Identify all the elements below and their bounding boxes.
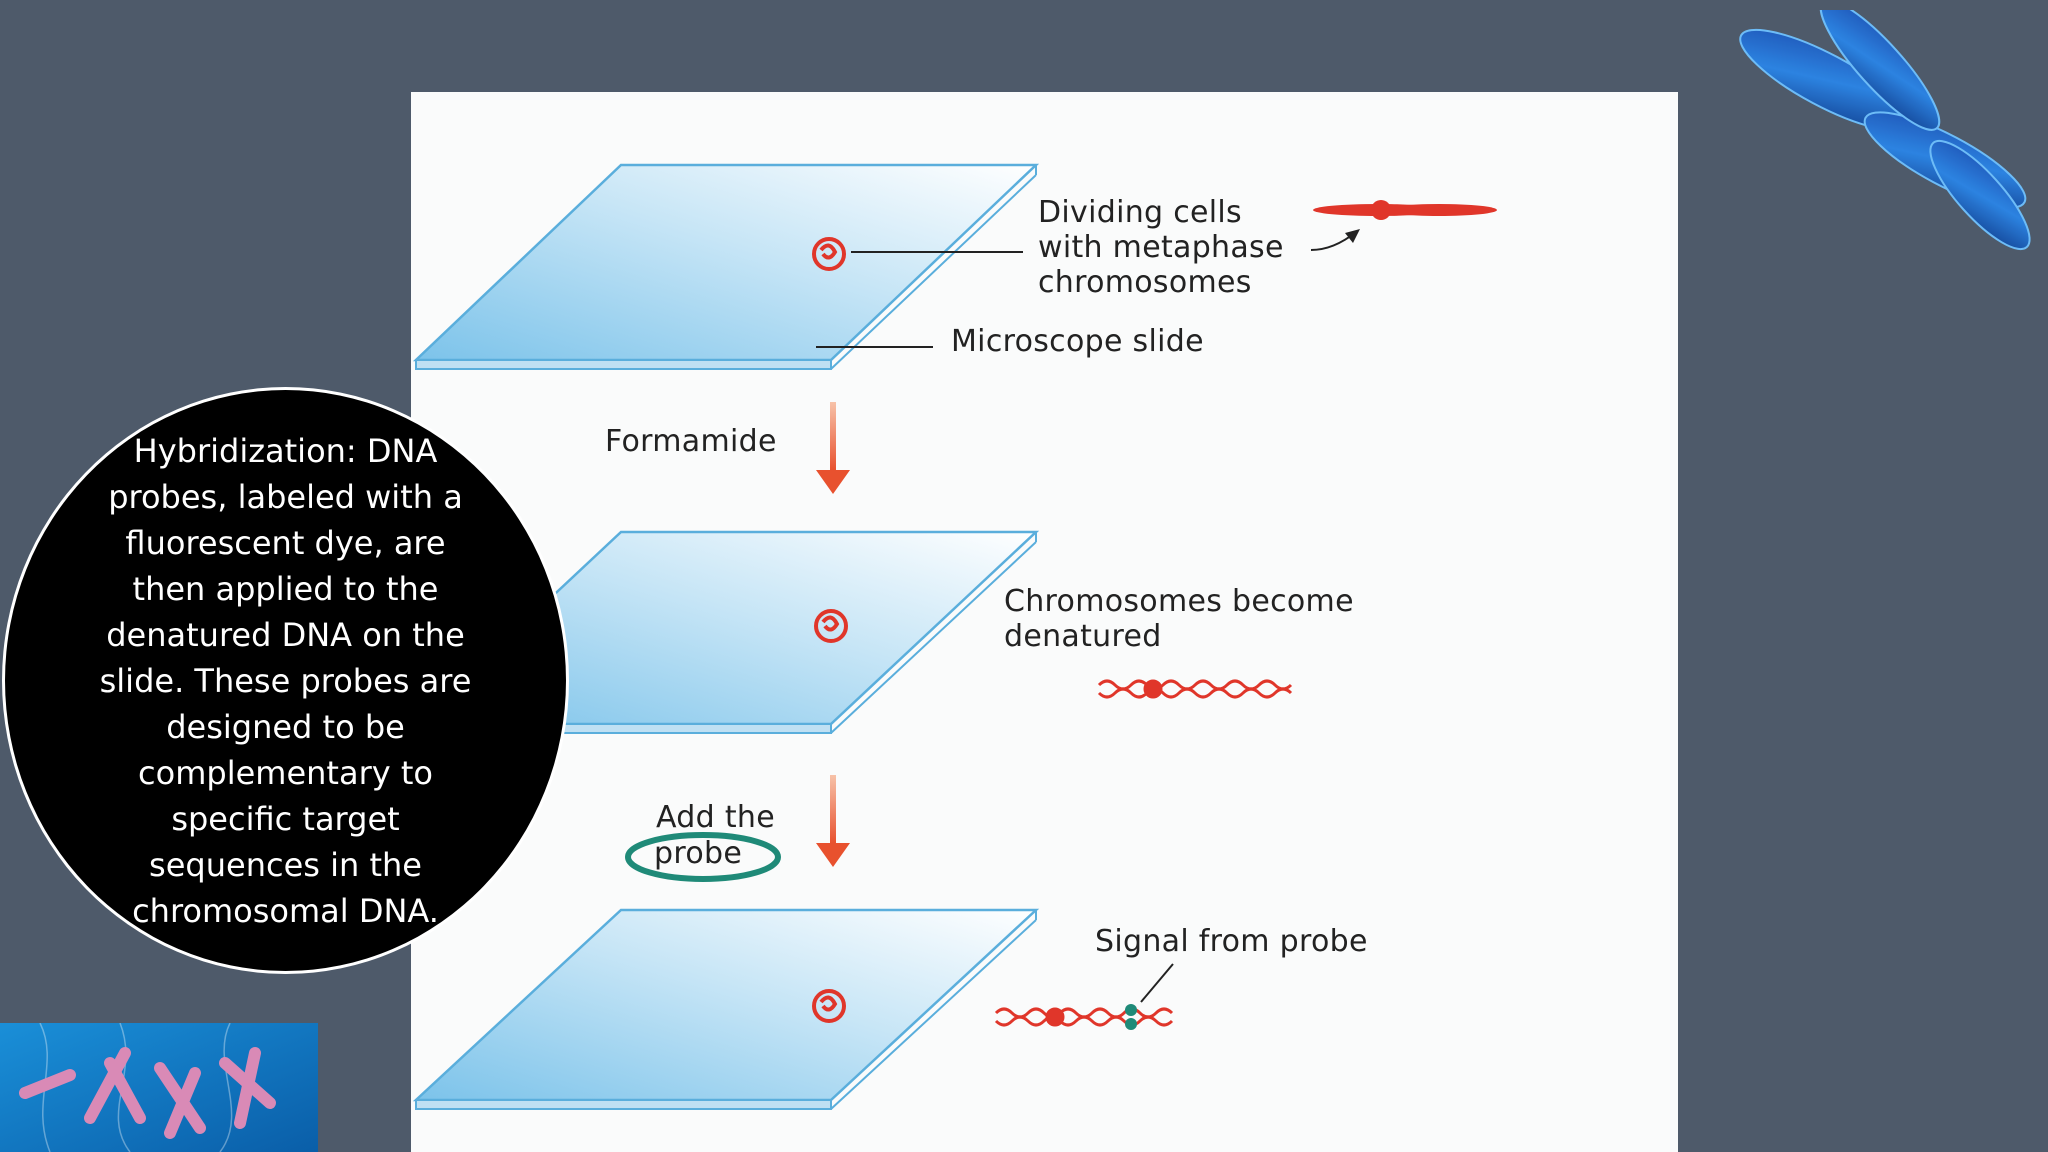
probe-ring — [625, 832, 781, 882]
denatured-chromosome — [1097, 679, 1293, 699]
hybridization-callout: Hybridization: DNA probes, labeled with … — [2, 387, 569, 974]
microscope-slide-1 — [412, 163, 1040, 370]
label-add-the: Add the — [656, 800, 775, 835]
microscope-slide-3 — [412, 908, 1040, 1110]
diagram-graphics — [412, 163, 1497, 1110]
label-microscope-slide: Microscope slide — [951, 324, 1204, 359]
label-dividing-cells: Dividing cells with metaphase chromosome… — [1038, 195, 1284, 300]
label-formamide: Formamide — [605, 424, 777, 459]
label-probe: probe — [654, 836, 743, 871]
arrow-formamide — [816, 402, 850, 494]
callout-text: Hybridization: DNA probes, labeled with … — [99, 431, 472, 930]
chromosome-x-icon — [1739, 10, 2031, 251]
dividing-cell-3 — [812, 989, 846, 1023]
probe-signal-dot-2 — [1125, 1018, 1137, 1030]
diagram-panel: Dividing cells with metaphase chromosome… — [411, 92, 1678, 1152]
probe-signal-dot-1 — [1125, 1004, 1137, 1016]
label-chromosomes-denatured: Chromosomes become denatured — [1004, 584, 1354, 654]
chromosomes-photo-icon — [0, 1023, 318, 1152]
probed-chromosome — [994, 1007, 1174, 1027]
dividing-cell-1 — [812, 237, 846, 271]
label-signal-from-probe: Signal from probe — [1095, 924, 1368, 959]
metaphase-chromosome — [1313, 200, 1497, 220]
arrow-add-probe — [816, 775, 850, 867]
dividing-cell-2 — [814, 609, 848, 643]
